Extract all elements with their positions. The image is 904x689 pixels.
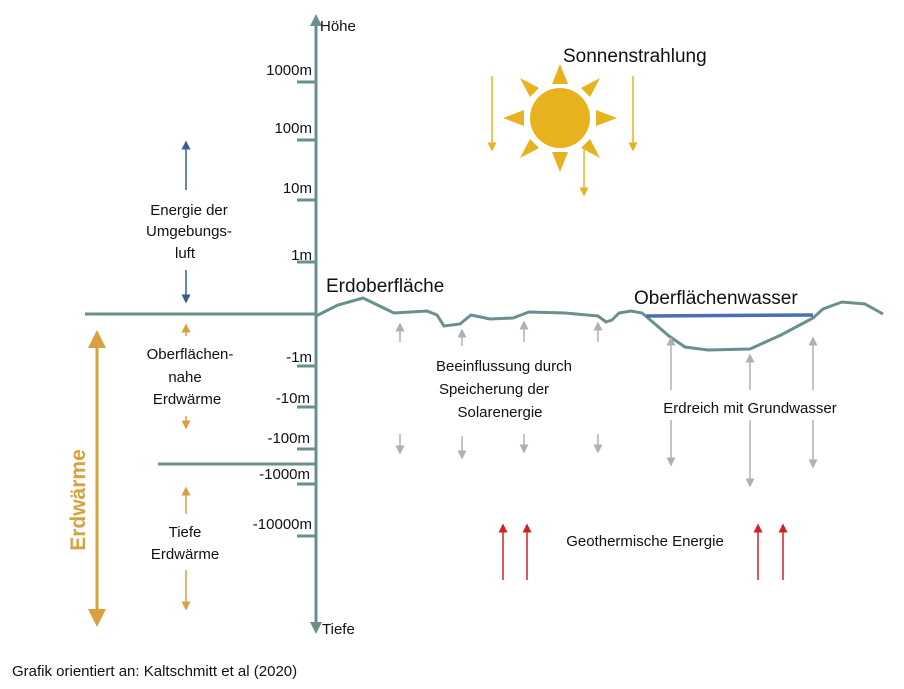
axis-arrow-down-icon [310, 622, 322, 634]
svg-text:Oberflächen-: Oberflächen- [147, 346, 234, 363]
svg-text:Erdwärme: Erdwärme [67, 449, 90, 551]
surface-label: Erdoberfläche [326, 276, 444, 297]
svg-text:nahe: nahe [168, 369, 201, 386]
source-caption: Grafik orientiert an: Kaltschmitt et al … [12, 663, 297, 680]
geothermal-energy: Geothermische Energie [498, 523, 788, 580]
air-energy: Energie der Umgebungs- luft [146, 140, 232, 304]
near-surface-geothermal: Oberflächen- nahe Erdwärme [147, 323, 234, 430]
svg-text:Erdreich mit Grundwasser: Erdreich mit Grundwasser [663, 400, 836, 417]
axis-arrow-up-icon [310, 14, 322, 26]
svg-text:Solarenergie: Solarenergie [457, 404, 542, 421]
tick-label: -1m [286, 349, 312, 366]
geothermal-range: Erdwärme [67, 330, 106, 627]
terrain-profile [315, 296, 884, 352]
tick-label: 1000m [266, 62, 312, 79]
sun-ray-arrows [487, 76, 638, 197]
svg-text:Erdwärme: Erdwärme [153, 391, 221, 408]
tick-label: -10000m [253, 516, 312, 533]
sun-label: Sonnenstrahlung [563, 46, 707, 67]
surface-water-label: Oberflächenwasser [634, 288, 798, 309]
svg-text:Geothermische Energie: Geothermische Energie [566, 533, 724, 550]
svg-text:Umgebungs-: Umgebungs- [146, 223, 232, 240]
svg-text:Erdwärme: Erdwärme [151, 546, 219, 563]
tick-label: -100m [267, 430, 310, 447]
svg-text:Tiefe: Tiefe [169, 524, 202, 541]
tick-label: 1m [291, 247, 312, 264]
surface-water-line [645, 313, 814, 318]
deep-geothermal: Tiefe Erdwärme [151, 486, 219, 611]
tick-label: -1000m [259, 466, 310, 483]
tick-label: 10m [283, 180, 312, 197]
tick-label: 100m [274, 120, 312, 137]
svg-text:Energie der: Energie der [150, 202, 228, 219]
groundwater: Erdreich mit Grundwasser [663, 336, 837, 488]
vertical-axis: Höhe Tiefe 1000m 100m 10m 1m -1m -10m -1… [253, 14, 356, 638]
svg-text:luft: luft [175, 245, 196, 262]
tick-label: -10m [276, 390, 310, 407]
solar-storage: Beeinflussung durch Speicherung der Sola… [395, 320, 603, 460]
svg-text:Speicherung der: Speicherung der [439, 381, 549, 398]
sun-icon [503, 64, 617, 172]
axis-top-label: Höhe [320, 18, 356, 35]
axis-bottom-label: Tiefe [322, 621, 355, 638]
svg-text:Beeinflussung durch: Beeinflussung durch [436, 358, 572, 375]
